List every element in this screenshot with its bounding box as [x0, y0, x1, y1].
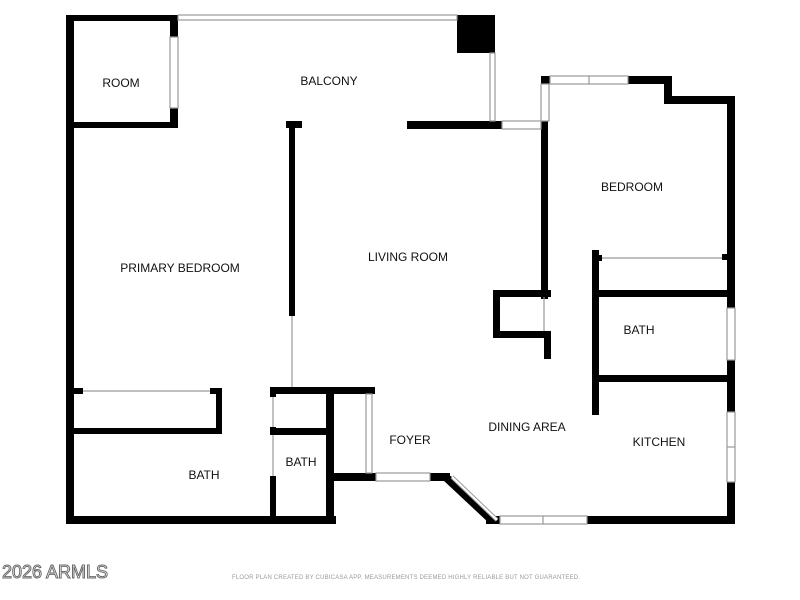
wall-foyer-door-right	[430, 473, 450, 481]
wall-room-right-top	[170, 15, 178, 37]
wall-bath-small-left-bottom	[270, 476, 276, 524]
wall-bath-small-mid	[276, 428, 332, 435]
wall-hall-stub	[544, 331, 551, 359]
label-bedroom: BEDROOM	[601, 180, 663, 194]
wall-bath-right-notch	[722, 254, 728, 260]
wall-bedroom-top-far	[664, 96, 735, 104]
wall-bedroom-top-left	[541, 76, 550, 84]
wall-bath-small-right	[326, 387, 334, 524]
wall-room-right-bottom	[170, 108, 178, 128]
window-balcony-top	[177, 14, 458, 21]
wall-bottom-right-b	[587, 516, 735, 524]
wall-primary-living	[289, 121, 295, 316]
balcony-column	[457, 15, 495, 53]
wall-foyer-bottom	[326, 473, 376, 481]
wall-top-room	[66, 15, 178, 21]
wall-left-outer	[66, 15, 74, 523]
wall-right-outer-top	[727, 96, 735, 308]
wall-bath-bottom	[592, 375, 735, 382]
label-balcony: BALCONY	[300, 74, 357, 88]
wall-hall-top	[493, 290, 551, 297]
window-right-bath	[726, 307, 736, 361]
wall-balcony-bottom	[407, 121, 502, 129]
wall-bath-small-left-mid	[270, 427, 276, 435]
wall-bedroom-top-right	[628, 76, 670, 84]
windows	[83, 14, 736, 525]
wall-bath-top-right	[592, 290, 735, 297]
label-foyer: FOYER	[389, 433, 431, 447]
label-dining-area: DINING AREA	[488, 420, 565, 434]
window-living-bedroom	[501, 120, 542, 130]
wall-closet-left	[74, 388, 83, 394]
wall-right-outer-bottom	[727, 482, 735, 524]
bay-window-inner	[451, 476, 498, 521]
opening-foyer-left	[365, 393, 373, 474]
wall-bath-top	[270, 387, 375, 394]
disclaimer-text: FLOOR PLAN CREATED BY CUBICASA APP. MEAS…	[232, 575, 581, 581]
opening-room	[169, 36, 179, 109]
wall-right-outer-mid	[727, 360, 735, 412]
wall-bedroom-left	[541, 121, 548, 299]
room-labels: ROOM BALCONY BEDROOM PRIMARY BEDROOM LIV…	[102, 74, 685, 482]
wall-closet2-left	[592, 250, 599, 415]
wall-bath-small-left-top	[270, 387, 276, 397]
wall-closet-bottom	[66, 428, 222, 434]
wall-hall-left	[493, 290, 500, 338]
label-room: ROOM	[102, 76, 139, 90]
window-balcony-right	[489, 52, 496, 122]
wall-bottom-left	[66, 516, 336, 524]
opening-foyer-door	[375, 472, 431, 482]
label-bath-primary: BATH	[188, 468, 219, 482]
wall-closet-right	[216, 388, 222, 434]
label-bath-main: BATH	[623, 323, 654, 337]
window-bedroom-left	[540, 83, 550, 122]
bay-window-wall	[443, 473, 497, 524]
walls	[66, 15, 735, 524]
label-bath-small: BATH	[285, 455, 316, 469]
wall-closet2-top	[592, 255, 602, 261]
label-kitchen: KITCHEN	[633, 435, 686, 449]
label-primary-bedroom: PRIMARY BEDROOM	[120, 261, 240, 275]
watermark: 2026 ARMLS	[1, 562, 109, 583]
wall-hall-bottom	[493, 331, 551, 338]
wall-bedroom-notch	[664, 76, 672, 104]
wall-room-bottom	[66, 122, 178, 128]
label-living-room: LIVING ROOM	[368, 250, 448, 264]
bay-window	[443, 473, 499, 524]
